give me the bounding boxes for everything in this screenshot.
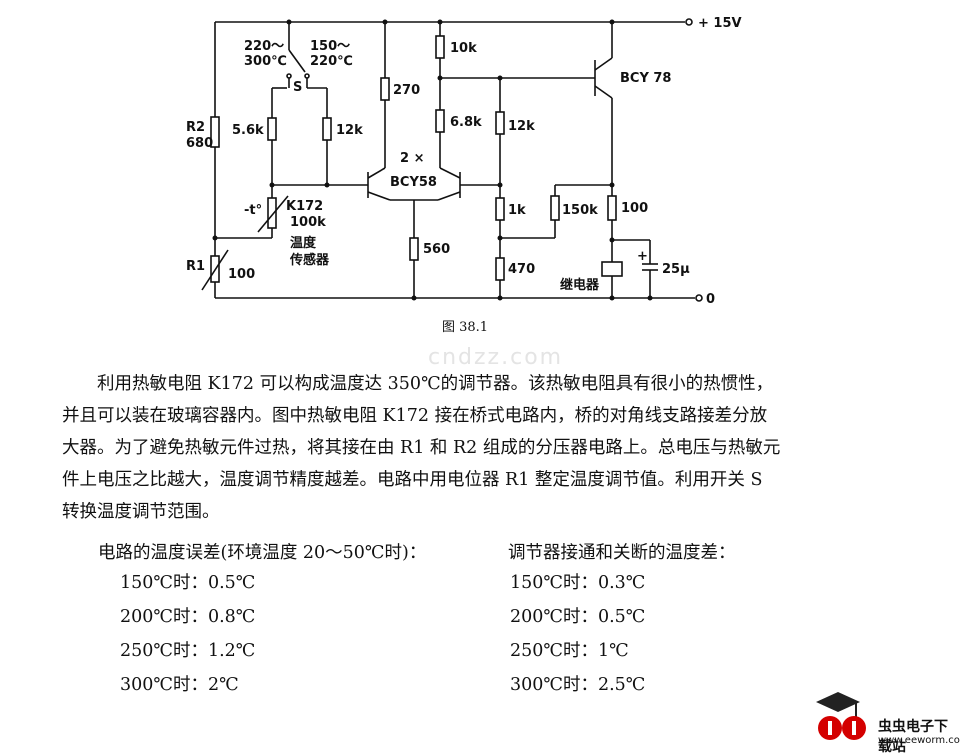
logo-url: www.eeworm.com [878,735,960,746]
pair-label-2: BCY58 [390,175,437,190]
error-item: 250℃时：1.2℃ [120,641,256,661]
resistor-12k-b [495,111,505,135]
diff-item: 150℃时：0.3℃ [510,573,646,593]
resistor-5.6k [267,117,277,141]
error-item: 300℃时：2℃ [120,675,239,695]
therm-value: 100k [290,215,326,230]
para-line-4: 件上电压之比越大，温度调节精度越差。电路中用电位器 R1 整定温度调节值。利用开… [62,470,763,490]
error-item: 150℃时：0.5℃ [120,573,256,593]
r1-name: R1 [186,259,205,274]
diff-item: 250℃时：1℃ [510,641,629,661]
ground-label: 0 [706,292,715,307]
para-line-5: 转换温度调节范围。 [62,502,220,522]
relay-coil [601,261,623,277]
resistor-10k [435,35,445,59]
resistor-470 [495,257,505,281]
resistor-6.8k [435,109,445,133]
r-150k-label: 150k [562,203,598,218]
error-heading: 电路的温度误差(环境温度 20～50℃时)： [98,543,427,563]
diff-list: 150℃时：0.3℃ 200℃时：0.5℃ 250℃时：1℃ 300℃时：2.5… [510,566,645,702]
r-5.6k-label: 5.6k [232,123,264,138]
resistor-100 [607,195,617,221]
error-list: 150℃时：0.5℃ 200℃时：0.8℃ 250℃时：1.2℃ 300℃时：2… [120,566,255,702]
cap-plus: + [637,249,648,264]
switch-name: S [293,80,302,95]
r-12k-b-label: 12k [508,119,535,134]
para-line-1: 利用热敏电阻 K172 可以构成温度达 350℃的调节器。该热敏电阻具有很小的热… [97,374,774,394]
sensor-label-2: 传感器 [289,252,330,268]
diff-item: 200℃时：0.5℃ [510,607,646,627]
switch-right-1: 150～ [310,39,350,54]
r-270-label: 270 [393,83,420,98]
resistor-560 [409,237,419,261]
para-line-2: 并且可以装在玻璃容器内。图中热敏电阻 K172 接在桥式电路内，桥的对角线支路接… [62,406,768,426]
resistor-150k [550,195,560,221]
r-1k-label: 1k [508,203,526,218]
r-470-label: 470 [508,262,535,277]
r2-value: 680 [186,136,213,151]
diff-heading: 调节器接通和关断的温度差： [508,543,736,563]
diff-item: 300℃时：2.5℃ [510,675,646,695]
supply-label: + 15V [698,16,742,31]
therm-name: K172 [286,199,323,214]
pair-label-1: 2 × [400,151,424,166]
r2-name: R2 [186,120,205,135]
watermark: cndzz.com [428,345,564,370]
output-transistor-label: BCY 78 [620,71,671,86]
r-12k-a-label: 12k [336,123,363,138]
resistor-12k-a [322,117,332,141]
resistor-270 [380,77,390,101]
resistor-1k [495,197,505,221]
relay-label: 继电器 [560,277,600,293]
figure-caption: 图 38.1 [442,320,489,335]
r-10k-label: 10k [450,41,477,56]
cap-value: 25μ [662,262,690,277]
sensor-label-1: 温度 [290,235,317,251]
body-paragraph: 利用热敏电阻 K172 可以构成温度达 350℃的调节器。该热敏电阻具有很小的热… [62,368,922,528]
switch-left-2: 300℃ [244,54,287,69]
therm-sign: -t° [244,203,262,218]
para-line-3: 大器。为了避免热敏元件过热，将其接在由 R1 和 R2 组成的分压器电路上。总电… [62,438,781,458]
switch-right-2: 220℃ [310,54,353,69]
circuit-schematic: + 15V 0 220～ 300℃ 150～ 220℃ S R2 680 5.6… [186,16,742,307]
r1-value: 100 [228,267,255,282]
site-logo: 虫虫电子下载站 www.eeworm.com [808,688,960,755]
switch-left-1: 220～ [244,39,284,54]
r-560-label: 560 [423,242,450,257]
error-item: 200℃时：0.8℃ [120,607,256,627]
bug-logo-icon [816,692,866,740]
r-100-label: 100 [621,201,648,216]
r-6.8k-label: 6.8k [450,115,482,130]
